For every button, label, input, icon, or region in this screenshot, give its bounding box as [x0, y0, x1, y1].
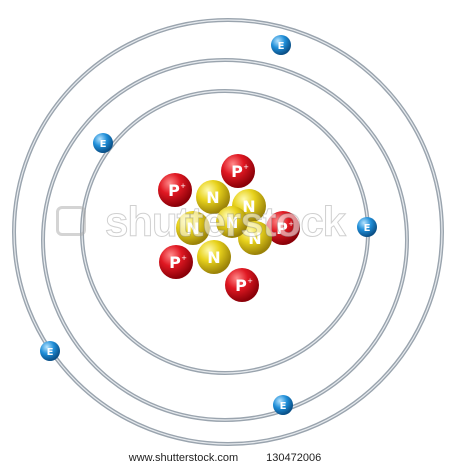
- proton: P +: [266, 211, 300, 245]
- svg-text:+: +: [247, 277, 253, 285]
- electron: E: [357, 217, 377, 237]
- svg-text:P: P: [168, 181, 180, 200]
- neutron: N: [238, 221, 272, 255]
- watermark-overlay: shutterstock: [104, 198, 346, 246]
- svg-text:P: P: [231, 162, 243, 181]
- svg-text:P: P: [276, 219, 288, 238]
- watermark-site: www.shutterstock.com: [128, 452, 239, 464]
- electron: E: [40, 341, 60, 361]
- electron: E: [271, 35, 291, 55]
- proton: P +: [158, 173, 192, 207]
- proton: P +: [221, 154, 255, 188]
- watermark-footer: www.shutterstock.com 130472006: [0, 446, 450, 470]
- svg-text:P: P: [169, 253, 181, 272]
- svg-text:E: E: [280, 401, 287, 412]
- electron: E: [273, 395, 293, 415]
- watermark-image-id: 130472006: [266, 452, 322, 464]
- neutron: N: [176, 211, 210, 245]
- svg-text:N: N: [242, 197, 255, 216]
- svg-text:N: N: [186, 219, 199, 238]
- svg-text:N: N: [226, 214, 239, 232]
- svg-text:E: E: [278, 41, 285, 52]
- svg-text:E: E: [364, 223, 371, 234]
- proton: P +: [159, 245, 193, 279]
- svg-text:P: P: [235, 276, 247, 295]
- svg-text:N: N: [248, 229, 261, 248]
- svg-text:+: +: [288, 220, 294, 228]
- neutron: N: [197, 240, 231, 274]
- svg-text:E: E: [100, 139, 107, 150]
- neutron: N: [216, 206, 248, 238]
- svg-text:+: +: [180, 182, 186, 190]
- watermark-logo-icon: [56, 206, 86, 236]
- svg-text:E: E: [47, 347, 54, 358]
- electron: E: [93, 133, 113, 153]
- nucleus: P + P + P + P + P + N N: [158, 154, 300, 302]
- svg-text:N: N: [207, 248, 220, 267]
- proton: P +: [225, 268, 259, 302]
- svg-text:+: +: [243, 163, 249, 171]
- svg-text:N: N: [206, 188, 219, 207]
- svg-text:+: +: [181, 254, 187, 262]
- neutron: N: [196, 180, 230, 214]
